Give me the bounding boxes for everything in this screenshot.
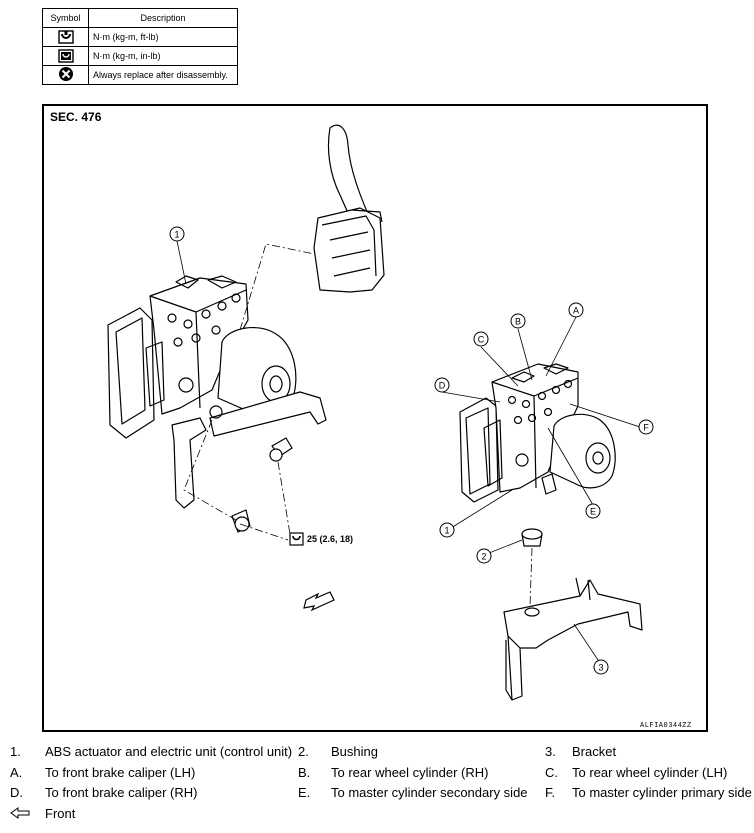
legend-key: F. <box>545 785 556 800</box>
torque-spec: 25 (2.6, 18) <box>307 534 354 544</box>
legend-text: To master cylinder secondary side <box>331 785 528 800</box>
symbol-desc-replace: Always replace after disassembly. <box>88 65 238 85</box>
torque-wrench-icon <box>289 532 304 546</box>
legend-row-front: Front <box>0 806 754 826</box>
callout-a <box>568 302 584 318</box>
callout-b-label: B <box>515 317 521 327</box>
legend-text: To rear wheel cylinder (RH) <box>331 765 489 780</box>
symbol-table: Symbol Description N·m (kg-m, ft-lb) N·m… <box>42 8 238 85</box>
legend-text: To rear wheel cylinder (LH) <box>572 765 728 780</box>
callout-2 <box>476 548 492 564</box>
legend-text: Bracket <box>572 744 617 759</box>
legend-row-3: D. To front brake caliper (RH) E. To mas… <box>0 785 754 805</box>
front-label: Front <box>45 806 76 821</box>
callout-b <box>510 313 526 329</box>
front-arrow-legend-icon <box>10 807 30 822</box>
legend-key: C. <box>545 765 558 780</box>
legend-key: 1. <box>10 744 21 759</box>
callout-2-label: 2 <box>481 552 486 562</box>
harness-connector-drawing <box>313 124 385 293</box>
abs-actuator-diagram: 1 A B C D F E 1 2 3 <box>107 124 654 701</box>
bolt-drawings <box>231 437 293 533</box>
reference-code: ALFIA0344ZZ <box>640 722 692 730</box>
legend-key: A. <box>10 765 23 780</box>
callout-3 <box>593 659 609 675</box>
callouts <box>169 226 654 675</box>
legend-key: E. <box>298 785 311 800</box>
legend-text: To front brake caliper (LH) <box>45 765 196 780</box>
callout-3-label: 3 <box>598 663 603 673</box>
legend-text: ABS actuator and electric unit (control … <box>45 744 293 759</box>
callout-c-label: C <box>478 335 485 345</box>
callout-e <box>585 503 601 519</box>
bracket-drawing <box>503 577 643 701</box>
front-arrow-icon <box>303 591 335 612</box>
callout-a-label: A <box>573 306 579 316</box>
torque-wrench-ft-lb-icon <box>42 27 89 47</box>
callout-left-1 <box>169 226 185 242</box>
callout-d <box>434 377 450 393</box>
legend-row-1: 1. ABS actuator and electric unit (contr… <box>0 744 754 764</box>
legend-text: To master cylinder primary side <box>572 785 752 800</box>
callout-f-label: F <box>643 423 649 433</box>
bushing-drawing <box>521 528 543 547</box>
legend-key: 2. <box>298 744 309 759</box>
legend-key: D. <box>10 785 23 800</box>
callout-left-1-label: 1 <box>174 230 179 240</box>
section-label: SEC. 476 <box>50 110 102 124</box>
legend-row-2: A. To front brake caliper (LH) B. To rea… <box>0 765 754 785</box>
callout-f <box>638 419 654 435</box>
legend-key: 3. <box>545 744 556 759</box>
legend-text: To front brake caliper (RH) <box>45 785 198 800</box>
callout-right-1 <box>439 522 455 538</box>
diagram-frame <box>42 104 708 732</box>
always-replace-icon <box>42 65 89 85</box>
callout-right-1-label: 1 <box>444 526 449 536</box>
abs-unit-right-drawing <box>459 363 616 503</box>
legend-key: B. <box>298 765 311 780</box>
legend-text: Bushing <box>331 744 378 759</box>
callout-c <box>473 331 489 347</box>
callout-d-label: D <box>439 381 446 391</box>
abs-unit-left-drawing <box>107 275 327 509</box>
callout-e-label: E <box>590 507 596 517</box>
